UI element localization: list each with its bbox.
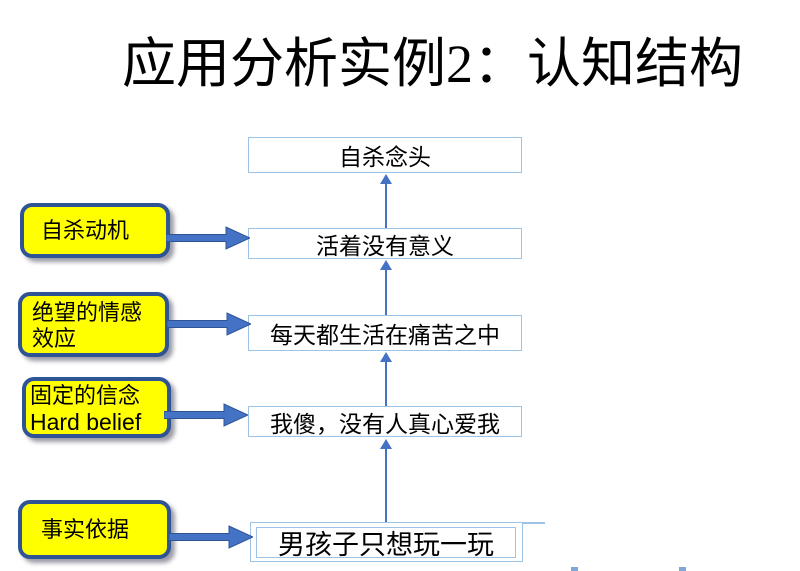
callout-fixed-belief: 固定的信念 Hard belief [22, 377, 171, 438]
flow-box-label: 活着没有意义 [316, 233, 454, 259]
right-arrow-icon [164, 403, 248, 427]
flow-box-suicidal-thought: 自杀念头 [248, 137, 522, 173]
right-arrow-icon [166, 226, 250, 250]
callout-label-line1: 绝望的情感 [32, 300, 143, 325]
flow-box-label: 每天都生活在痛苦之中 [270, 323, 500, 348]
callout-label-line1: 固定的信念 [30, 383, 141, 408]
up-arrowhead-icon [380, 439, 392, 449]
connector-line [385, 362, 387, 406]
connector-line [385, 270, 387, 315]
cropped-shape-fragment [571, 567, 578, 571]
up-arrow-connector-1 [379, 174, 393, 228]
right-arrow-icon [167, 312, 251, 336]
up-arrowhead-icon [380, 174, 392, 184]
up-arrowhead-icon [380, 352, 392, 362]
right-arrow-icon [169, 525, 253, 549]
callout-suicide-motive: 自杀动机 [20, 203, 170, 258]
up-arrow-connector-2 [379, 260, 393, 315]
slide-title: 应用分析实例2：认知结构 [122, 34, 743, 94]
flow-box-life-meaningless: 活着没有意义 [248, 228, 522, 259]
flow-box-label: 男孩子只想玩一玩 [278, 530, 494, 560]
callout-label-line2: Hard belief [30, 409, 142, 435]
connector-line [385, 449, 387, 522]
connector-line [385, 184, 387, 228]
up-arrow-connector-3 [379, 352, 393, 406]
cropped-shape-fragment [679, 567, 686, 571]
flow-box-daily-pain: 每天都生活在痛苦之中 [248, 315, 522, 351]
cropped-line-fragment [523, 522, 545, 524]
callout-label: 自杀动机 [41, 217, 130, 243]
flow-box-label: 自杀念头 [339, 145, 431, 170]
callout-despair-emotion: 绝望的情感 效应 [18, 292, 169, 357]
flow-box-boy-playing: 男孩子只想玩一玩 [256, 527, 516, 560]
callout-label-line2: 效应 [32, 326, 77, 351]
flow-box-label: 我傻，没有人真心爱我 [270, 411, 500, 437]
callout-label: 事实依据 [41, 516, 130, 542]
flow-box-nobody-loves-me: 我傻，没有人真心爱我 [248, 406, 522, 437]
up-arrowhead-icon [380, 260, 392, 270]
up-arrow-connector-4 [379, 439, 393, 522]
callout-factual-basis: 事实依据 [18, 500, 171, 559]
